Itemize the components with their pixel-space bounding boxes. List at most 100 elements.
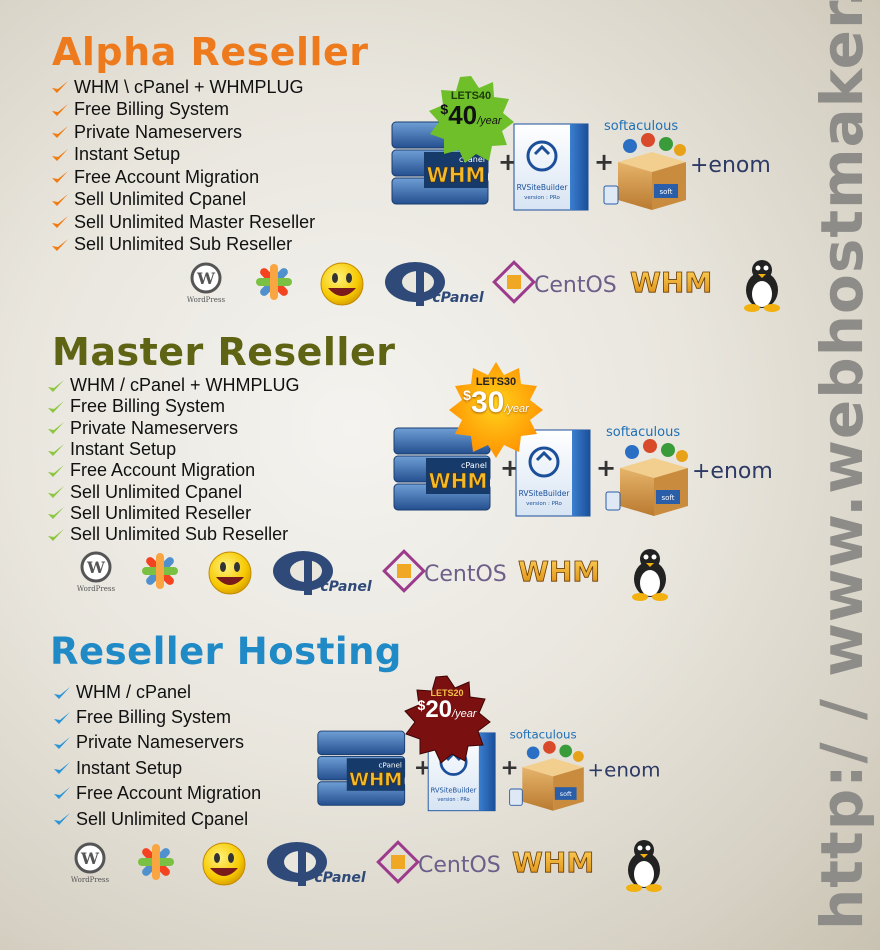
svg-text:softaculous: softaculous bbox=[604, 119, 678, 134]
svg-text:soft: soft bbox=[659, 188, 672, 196]
svg-text:WordPress: WordPress bbox=[187, 296, 226, 304]
price: $30/year bbox=[463, 386, 529, 419]
feature-list-alpha: WHM \ cPanel + WHMPLUG Free Billing Syst… bbox=[50, 76, 315, 256]
svg-text:RVSiteBuilder: RVSiteBuilder bbox=[519, 489, 571, 498]
softaculous-box-icon: softaculous soft bbox=[603, 119, 686, 210]
check-icon bbox=[52, 81, 68, 94]
check-icon bbox=[52, 216, 68, 229]
check-icon bbox=[54, 711, 70, 724]
svg-text:version : PRo: version : PRo bbox=[524, 195, 560, 201]
check-icon bbox=[54, 686, 70, 699]
plan-title-master: Master Reseller bbox=[52, 330, 396, 374]
feature-item: Free Account Migration bbox=[50, 166, 315, 189]
svg-text:W: W bbox=[86, 558, 106, 577]
logo-strip-reseller: W WordPress cPanel CentOS WHM bbox=[71, 840, 662, 892]
softaculous-box-icon: softaculous soft bbox=[605, 425, 688, 516]
centos-icon: CentOS bbox=[382, 549, 507, 593]
software-bundle-master: WHM cPanel + RVSiteBuilder version : PRo… bbox=[393, 425, 773, 517]
promo-code: LETS40 bbox=[450, 90, 492, 102]
check-icon bbox=[48, 528, 64, 541]
svg-text:RVSiteBuilder: RVSiteBuilder bbox=[517, 183, 569, 192]
price: $20/year bbox=[417, 696, 477, 723]
smiley-icon bbox=[208, 551, 252, 595]
svg-text:WordPress: WordPress bbox=[71, 876, 110, 884]
cpanel-icon: cPanel bbox=[267, 842, 366, 886]
promo-code: LETS20 bbox=[430, 688, 464, 698]
whm-logo: WHM bbox=[512, 846, 594, 879]
enom-logo: +enom bbox=[587, 758, 660, 781]
linux-tux-icon bbox=[626, 840, 662, 892]
svg-text:cPanel: cPanel bbox=[459, 155, 485, 164]
whm-server-icon: WHM cPanel bbox=[317, 730, 406, 806]
plus-icon: + bbox=[501, 756, 519, 781]
svg-text:cPanel: cPanel bbox=[432, 290, 484, 306]
logo-strip-master: W WordPress cPanel CentOS WHM bbox=[77, 549, 668, 601]
rvsitebuilder-box-icon: RVSiteBuilder version : PRo bbox=[513, 123, 589, 211]
feature-item: Sell Unlimited Cpanel bbox=[46, 481, 300, 502]
price-badge-star-master bbox=[449, 362, 543, 458]
smiley-icon bbox=[202, 842, 246, 886]
feature-item: Free Billing System bbox=[50, 99, 315, 122]
check-icon bbox=[54, 813, 70, 826]
plus-icon: + bbox=[498, 148, 518, 176]
price-badge-reseller: LETS20 $20/year bbox=[412, 688, 482, 722]
feature-item: Instant Setup bbox=[50, 144, 315, 167]
enom-logo: +enom bbox=[692, 459, 773, 484]
plan-title-reseller: Reseller Hosting bbox=[50, 630, 402, 673]
plus-icon: + bbox=[596, 454, 616, 482]
plus-icon: + bbox=[414, 756, 432, 781]
feature-item: Sell Unlimited Sub Reseller bbox=[50, 234, 315, 257]
svg-text:RVSiteBuilder: RVSiteBuilder bbox=[431, 787, 477, 795]
svg-text:soft: soft bbox=[560, 791, 572, 798]
check-icon bbox=[48, 507, 64, 520]
check-icon bbox=[48, 400, 64, 413]
svg-text:CentOS: CentOS bbox=[418, 853, 501, 878]
price-badge-master: LETS30 $30/year bbox=[456, 376, 536, 418]
plus-icon: + bbox=[594, 148, 614, 176]
feature-item: WHM \ cPanel + WHMPLUG bbox=[50, 76, 315, 99]
price-badge-star-reseller bbox=[404, 675, 491, 764]
svg-text:version : PRo: version : PRo bbox=[526, 501, 562, 507]
svg-text:WordPress: WordPress bbox=[77, 585, 116, 593]
software-bundle-alpha: WHM cPanel + RVSiteBuilder version : PRo… bbox=[391, 119, 771, 211]
feature-list-master: WHM / cPanel + WHMPLUG Free Billing Syst… bbox=[46, 375, 300, 545]
linux-tux-icon bbox=[744, 260, 780, 312]
svg-text:WHM: WHM bbox=[349, 769, 402, 790]
cpanel-icon: cPanel bbox=[273, 551, 372, 595]
centos-icon: CentOS bbox=[376, 840, 501, 884]
svg-text:W: W bbox=[196, 269, 216, 288]
check-icon bbox=[54, 736, 70, 749]
check-icon bbox=[48, 464, 64, 477]
svg-text:cPanel: cPanel bbox=[320, 579, 372, 595]
wordpress-icon: W WordPress bbox=[71, 842, 110, 884]
logo-strip-alpha: W WordPress cPanel CentOS WHM bbox=[187, 260, 780, 312]
svg-text:cPanel: cPanel bbox=[461, 461, 487, 470]
check-icon bbox=[48, 443, 64, 456]
enom-logo: +enom bbox=[690, 153, 771, 178]
check-icon bbox=[52, 148, 68, 161]
cpanel-icon: cPanel bbox=[385, 262, 484, 306]
svg-text:softaculous: softaculous bbox=[510, 727, 577, 741]
feature-item: Sell Unlimited Sub Reseller bbox=[46, 524, 300, 545]
feature-item: WHM / cPanel bbox=[52, 680, 261, 705]
feature-item: Private Nameservers bbox=[50, 121, 315, 144]
check-icon bbox=[54, 787, 70, 800]
feature-item: Free Account Migration bbox=[46, 460, 300, 481]
feature-item: Instant Setup bbox=[52, 756, 261, 781]
check-icon bbox=[48, 422, 64, 435]
feature-item: Sell Unlimited Cpanel bbox=[50, 189, 315, 212]
joomla-icon bbox=[138, 844, 174, 880]
svg-text:version : PRo: version : PRo bbox=[437, 797, 469, 803]
svg-text:CentOS: CentOS bbox=[424, 562, 507, 587]
check-icon bbox=[52, 171, 68, 184]
check-icon bbox=[52, 126, 68, 139]
whm-logo: WHM bbox=[630, 266, 712, 299]
svg-text:softaculous: softaculous bbox=[606, 425, 680, 440]
check-icon bbox=[48, 379, 64, 392]
wordpress-icon: W WordPress bbox=[77, 551, 116, 593]
price-badge-alpha: LETS40 $40/year bbox=[436, 90, 506, 128]
wordpress-icon: W WordPress bbox=[187, 262, 226, 304]
plus-icon: + bbox=[500, 454, 520, 482]
svg-text:cPanel: cPanel bbox=[378, 760, 401, 769]
check-icon bbox=[54, 762, 70, 775]
